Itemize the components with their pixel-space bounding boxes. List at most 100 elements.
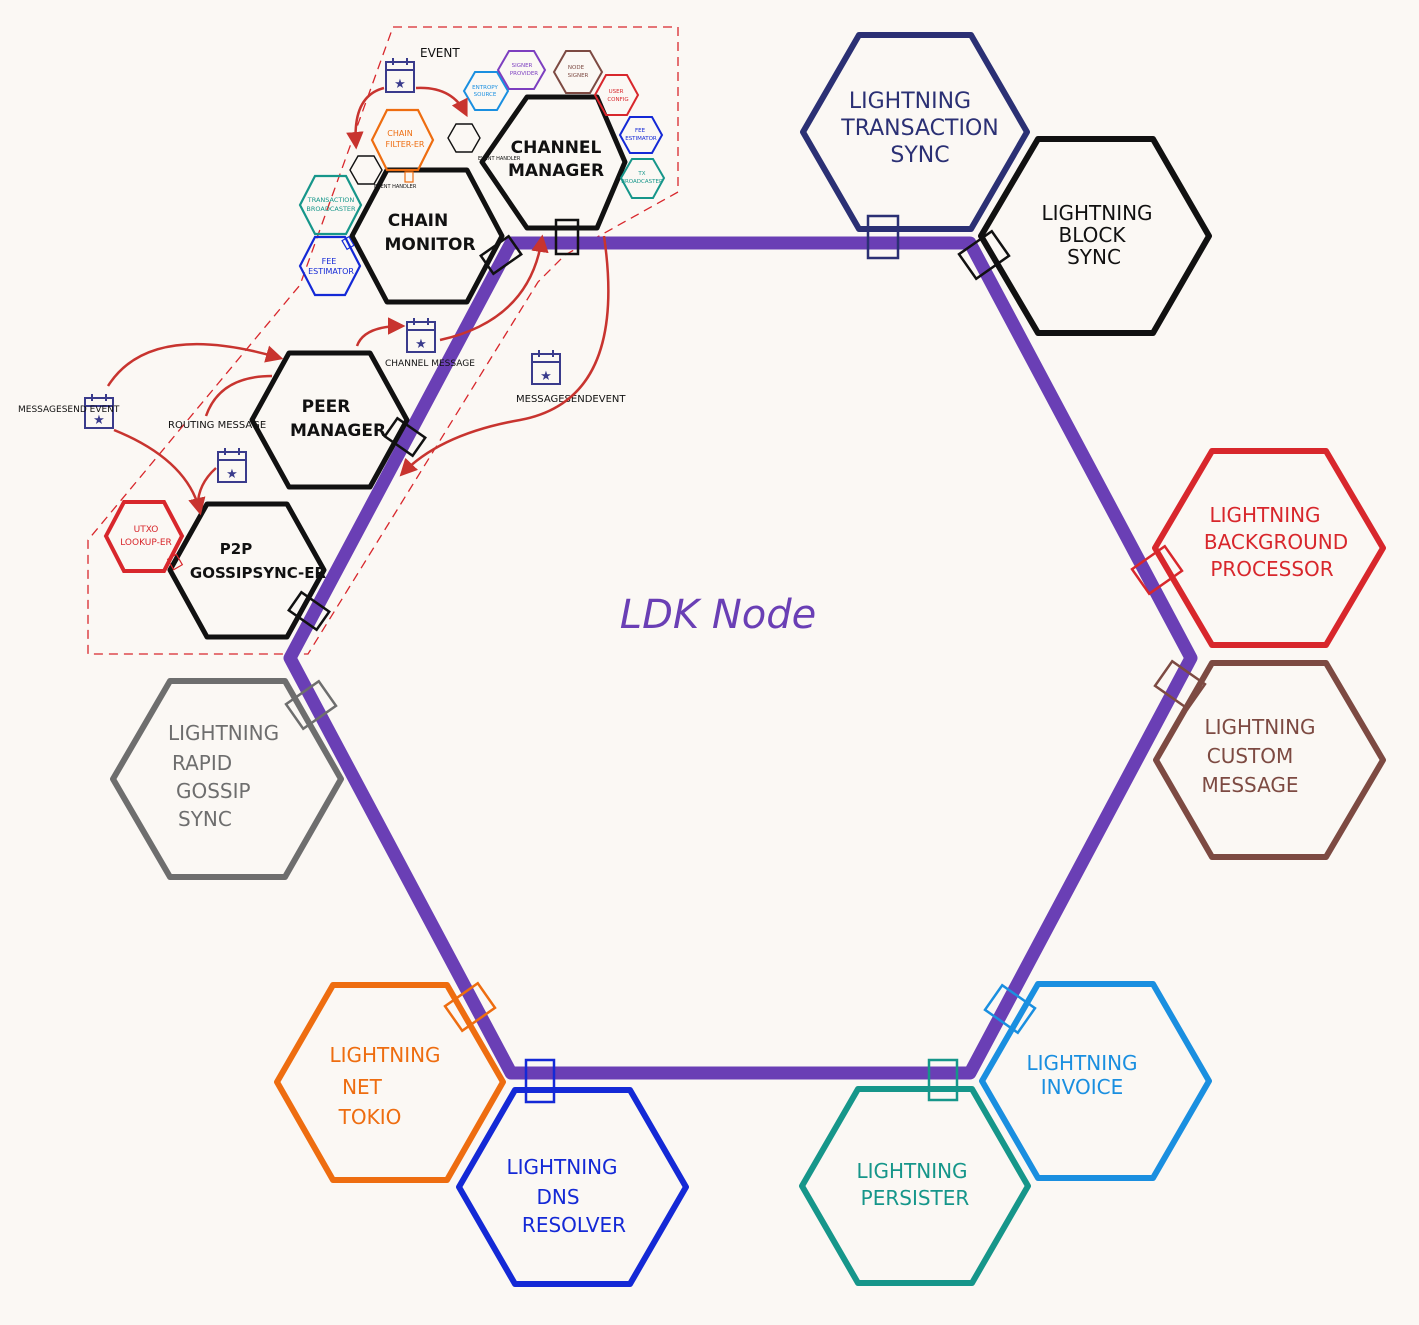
module-rapid-gossip-shape [110, 678, 344, 880]
connector-channel-manager [554, 218, 580, 256]
core-p2p-gossipsync[interactable]: P2P GOSSIPSYNC-ER [167, 501, 327, 640]
connector-persister [927, 1058, 959, 1102]
module-block-sync-line: BLOCK [1059, 223, 1127, 247]
small-tx-broadcaster-line: BROADCASTER [306, 205, 356, 213]
module-dns-resolver-line: RESOLVER [522, 1213, 626, 1237]
module-dns-resolver[interactable]: LIGHTNING DNS RESOLVER [456, 1087, 689, 1287]
module-persister-line: LIGHTNING [856, 1159, 967, 1183]
arrow-peer-to-routing-message [204, 374, 273, 417]
module-tx-sync-shape [800, 32, 1030, 232]
small-node-signer[interactable]: NODE SIGNER [552, 50, 604, 94]
connector-net-tokio [443, 981, 497, 1033]
module-persister[interactable]: LIGHTNING PERSISTER [799, 1086, 1031, 1286]
core-p2p-gossipsync-shape [167, 501, 327, 640]
small-utxo-lookup-line: LOOKUP-ER [120, 538, 172, 548]
small-user-config-line: CONFIG [607, 97, 628, 103]
small-node-signer-line: SIGNER [568, 73, 589, 79]
core-channel-manager-line: MANAGER [508, 161, 604, 181]
module-bg-processor-line: LIGHTNING [1209, 503, 1320, 527]
ldk-node-hexagon [283, 236, 1198, 1080]
core-peer-manager-line: PEER [302, 397, 351, 417]
routing-message-label: ROUTING MESSAGE [168, 420, 266, 431]
small-tx-broadcaster-shape [298, 174, 363, 236]
module-dns-resolver-line: LIGHTNING [506, 1155, 617, 1179]
module-dns-resolver-line: DNS [536, 1185, 579, 1209]
module-block-sync-line: LIGHTNING [1041, 201, 1152, 225]
core-p2p-line: GOSSIPSYNC-ER [190, 564, 327, 582]
svg-text:★: ★ [394, 77, 406, 92]
module-bg-processor-shape [1152, 448, 1386, 648]
small-chain-filter-connector [404, 171, 414, 183]
small-chain-filter-shape [370, 108, 435, 172]
small-fee-estimator-ch-shape [618, 116, 664, 154]
core-p2p-line: P2P [220, 540, 252, 558]
module-rapid-gossip-line: SYNC [178, 807, 232, 831]
core-chain-monitor-line: MONITOR [384, 235, 475, 255]
svg-text:★: ★ [415, 337, 427, 352]
module-bg-processor-line: PROCESSOR [1210, 557, 1333, 581]
calendar-icon: ★ [406, 318, 436, 353]
core-chain-monitor-line: CHAIN [388, 211, 448, 231]
small-utxo-lookup-connector [166, 553, 184, 571]
small-fee-estimator-ch-line: FEE [635, 128, 646, 134]
module-bg-processor-line: BACKGROUND [1204, 530, 1348, 554]
module-invoice-line: LIGHTNING [1026, 1051, 1137, 1075]
channel-message-label: CHANNEL MESSAGE [385, 359, 475, 369]
connector-tx-sync [866, 214, 900, 260]
calendar-icon: ★ [217, 448, 247, 483]
event-handler-hexagon-a [447, 123, 481, 153]
module-block-sync-shape [978, 136, 1212, 336]
small-tx-broadcaster-ch-line: TX [637, 171, 645, 177]
module-background-processor[interactable]: LIGHTNING BACKGROUND PROCESSOR [1152, 448, 1386, 648]
message-send-event-left-label: MESSAGESEND EVENT [18, 405, 120, 415]
event-handler-label-a: EVENT HANDLER [478, 156, 521, 162]
connector-custom-message [1153, 659, 1207, 711]
arrow-message-send-to-peer [106, 342, 284, 387]
small-entropy-source-line: ENTROPY [472, 85, 498, 91]
module-custom-message-line: CUSTOM [1207, 744, 1294, 768]
module-persister-line: PERSISTER [861, 1186, 970, 1210]
message-send-event-right-label: MESSAGESENDEVENT [516, 394, 626, 405]
connector-invoice [983, 983, 1037, 1035]
connector-rapid-gossip [284, 679, 338, 731]
module-rapid-gossip-line: LIGHTNING [168, 721, 279, 745]
small-node-signer-line: NODE [568, 65, 585, 71]
module-net-tokio-line: NET [342, 1075, 383, 1099]
core-boundary [87, 26, 679, 655]
small-fee-estimator-cm-shape [298, 235, 362, 297]
svg-text:★: ★ [226, 467, 238, 482]
svg-text:★: ★ [93, 413, 105, 428]
connector-block-sync [957, 229, 1011, 281]
small-node-signer-shape [552, 50, 604, 94]
small-entropy-source-shape [462, 71, 510, 111]
module-persister-shape [799, 1086, 1031, 1286]
